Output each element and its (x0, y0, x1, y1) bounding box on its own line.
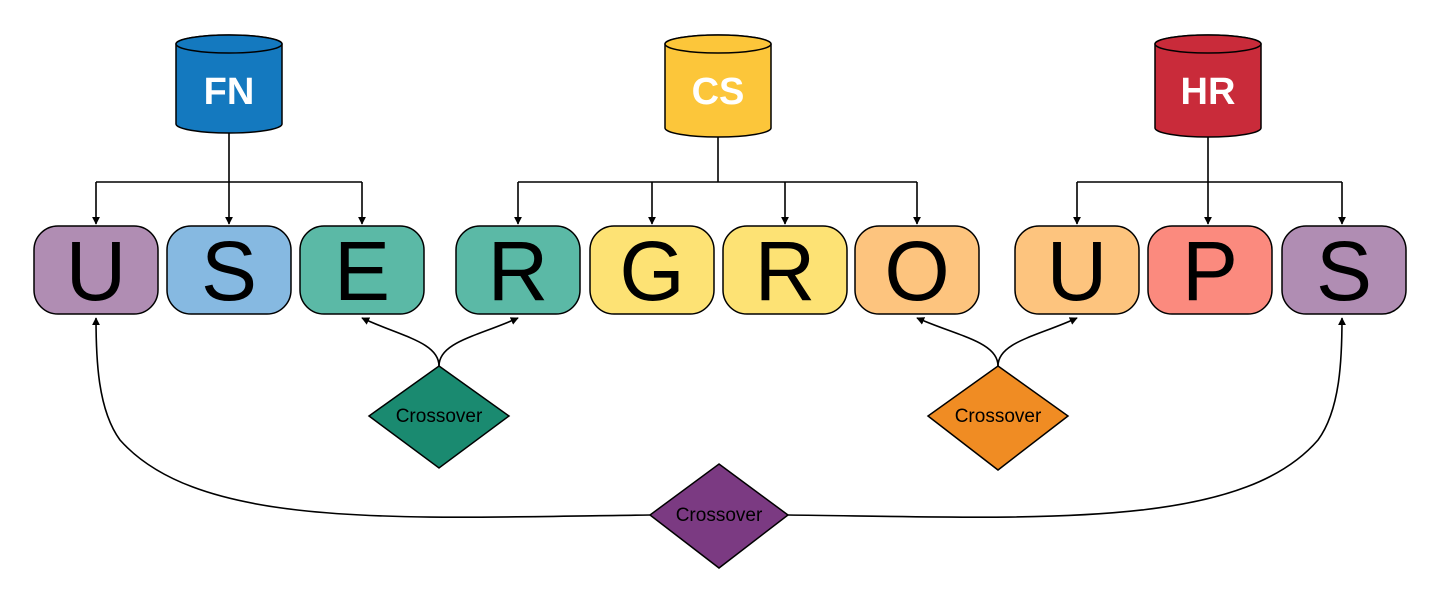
letter-box-10-char: S (1316, 224, 1372, 318)
crossover-3-diamond (648, 463, 790, 569)
database-cs-top (664, 34, 772, 54)
crossover-2: Crossover (926, 365, 1070, 471)
crossover-3-to-s (787, 317, 1346, 519)
letter-box-6-bg (722, 225, 848, 315)
letter-box-8-char: U (1047, 224, 1108, 318)
crossover-1-diamond (367, 365, 511, 469)
letter-box-10: S (1281, 224, 1407, 318)
crossover-2-diamond (926, 365, 1070, 471)
database-hr-label: HR (1181, 71, 1236, 113)
database-fn-top (175, 34, 283, 54)
letter-box-8-bg (1014, 225, 1140, 315)
crossover-2-label: Crossover (955, 406, 1042, 427)
database-cs: CS (664, 34, 772, 138)
letter-box-9: P (1147, 224, 1273, 318)
crossover-2-to-o (916, 317, 999, 367)
crossovers: Crossover Crossover Crossover (367, 365, 1070, 569)
letter-box-8: U (1014, 224, 1140, 318)
database-hr: HR (1154, 34, 1262, 138)
database-cs-label: CS (692, 71, 745, 113)
crossover-3: Crossover (648, 463, 790, 569)
letter-box-4-char: R (488, 224, 549, 318)
database-fn-label: FN (204, 71, 255, 113)
connectors (92, 133, 1346, 519)
letter-box-4-bg (455, 225, 581, 315)
letter-box-3: E (299, 224, 425, 318)
letter-box-5-char: G (619, 224, 684, 318)
letter-box-3-char: E (334, 224, 390, 318)
crossover-3-label: Crossover (676, 505, 763, 526)
letter-box-2-char: S (201, 224, 257, 318)
crossover-1-to-r (438, 317, 519, 367)
letter-box-2-bg (166, 225, 292, 315)
letter-box-1: U (33, 224, 159, 318)
letter-box-1-char: U (66, 224, 127, 318)
letter-box-7: O (854, 224, 980, 318)
databases: FN CS HR (175, 34, 1262, 138)
crossover-1: Crossover (367, 365, 511, 469)
database-hr-top (1154, 34, 1262, 54)
database-fn: FN (175, 34, 283, 134)
letter-box-3-bg (299, 225, 425, 315)
letter-box-4: R (455, 224, 581, 318)
letter-box-10-bg (1281, 225, 1407, 315)
letter-box-1-bg (33, 225, 159, 315)
letter-box-9-bg (1147, 225, 1273, 315)
letter-box-7-char: O (884, 224, 949, 318)
crossover-1-to-e (361, 317, 440, 367)
crossover-2-to-u (997, 317, 1078, 367)
letter-box-6: R (722, 224, 848, 318)
crossover-1-label: Crossover (396, 406, 483, 427)
letter-box-7-bg (854, 225, 980, 315)
letter-box-5-bg (589, 225, 715, 315)
crossover-3-to-u (92, 317, 651, 519)
letter-box-9-char: P (1182, 224, 1238, 318)
letter-box-2: S (166, 224, 292, 318)
letter-row: U S E R G R O U (33, 224, 1407, 318)
letter-box-6-char: R (755, 224, 816, 318)
letter-box-5: G (589, 224, 715, 318)
